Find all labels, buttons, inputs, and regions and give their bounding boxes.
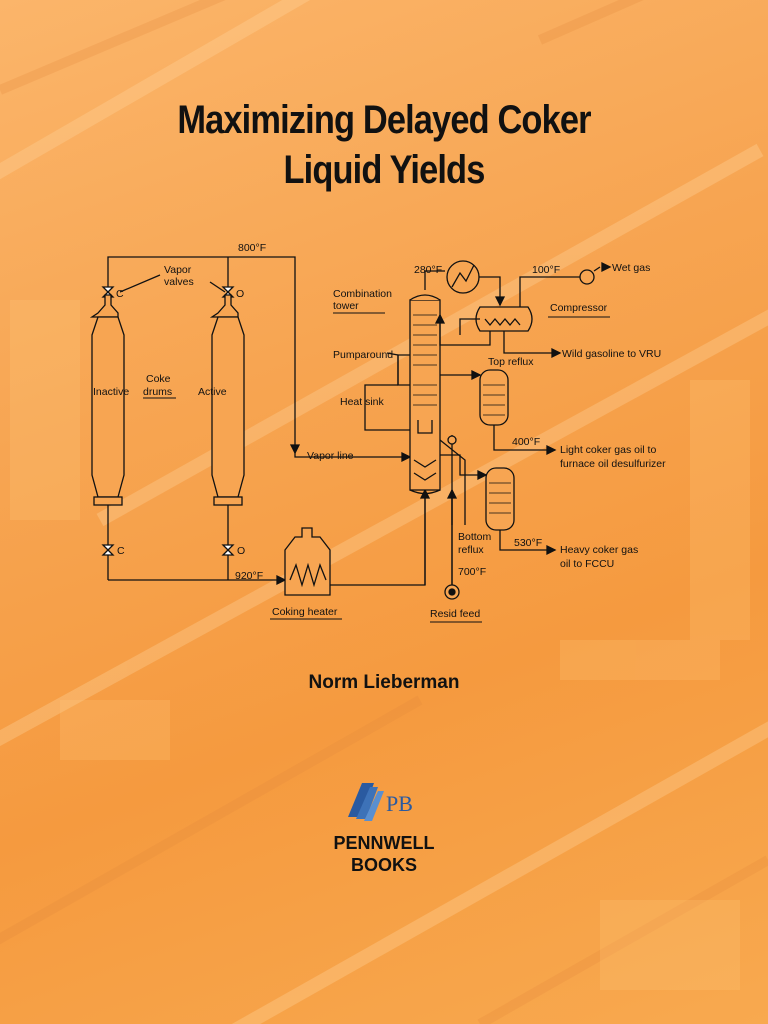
coker-process-diagram: 800°F Vapor valves C O Inactive Coke dru… [89, 242, 666, 623]
label-reflux: reflux [458, 544, 484, 556]
label-wet-gas: Wet gas [612, 262, 650, 274]
label-top-reflux: Top reflux [488, 356, 534, 368]
label-bottom: Bottom [458, 531, 492, 543]
label-lcgo-line1: Light coker gas oil to [560, 444, 656, 456]
arrow-down-icon [289, 444, 301, 455]
label-valve-o-bottom: O [237, 545, 245, 557]
label-400f: 400°F [512, 436, 540, 448]
label-vapor-line: Vapor line [307, 450, 354, 462]
logo-pb-text: PB [386, 791, 413, 816]
label-heat-sink: Heat sink [340, 396, 385, 408]
publisher-line-1: PENNWELL [333, 833, 435, 853]
publisher-line-2: BOOKS [350, 855, 417, 875]
title-line-1: Maximizing Delayed Coker [177, 98, 591, 142]
label-530f: 530°F [514, 537, 542, 549]
label-hcgo-line2: oil to FCCU [560, 558, 614, 570]
label-vapor: Vapor [164, 264, 192, 276]
label-lcgo-line2: furnace oil desulfurizer [560, 458, 666, 470]
label-inactive: Inactive [93, 386, 129, 398]
label-valves: valves [164, 276, 194, 288]
label-compressor: Compressor [550, 302, 608, 314]
label-920f: 920°F [235, 570, 263, 582]
label-800f: 800°F [238, 242, 266, 254]
label-hcgo-line1: Heavy coker gas [560, 544, 638, 556]
label-pumparound: Pumparound [333, 349, 393, 361]
label-valve-o-top: O [236, 288, 244, 300]
label-resid-feed: Resid feed [430, 608, 480, 620]
label-100f: 100°F [532, 264, 560, 276]
label-280f: 280°F [414, 264, 442, 276]
label-valve-c-top: C [116, 288, 124, 300]
label-coking-heater: Coking heater [272, 606, 338, 618]
title-line-2: Liquid Yields [283, 148, 486, 192]
open-book-icon [348, 783, 384, 821]
label-700f: 700°F [458, 566, 486, 578]
author-name: Norm Lieberman [308, 672, 460, 693]
pennwell-books-logo: PB [348, 783, 413, 821]
publisher-name: PENNWELL BOOKS [300, 832, 468, 876]
label-active: Active [198, 386, 227, 398]
book-title: Maximizing Delayed Coker Liquid Yields [54, 95, 714, 195]
label-wild-gasoline: Wild gasoline to VRU [562, 348, 661, 360]
label-combination: Combination [333, 288, 392, 300]
label-drums: drums [143, 386, 172, 398]
label-valve-c-bottom: C [117, 545, 125, 557]
label-tower: tower [333, 300, 359, 312]
label-coke: Coke [146, 373, 171, 385]
